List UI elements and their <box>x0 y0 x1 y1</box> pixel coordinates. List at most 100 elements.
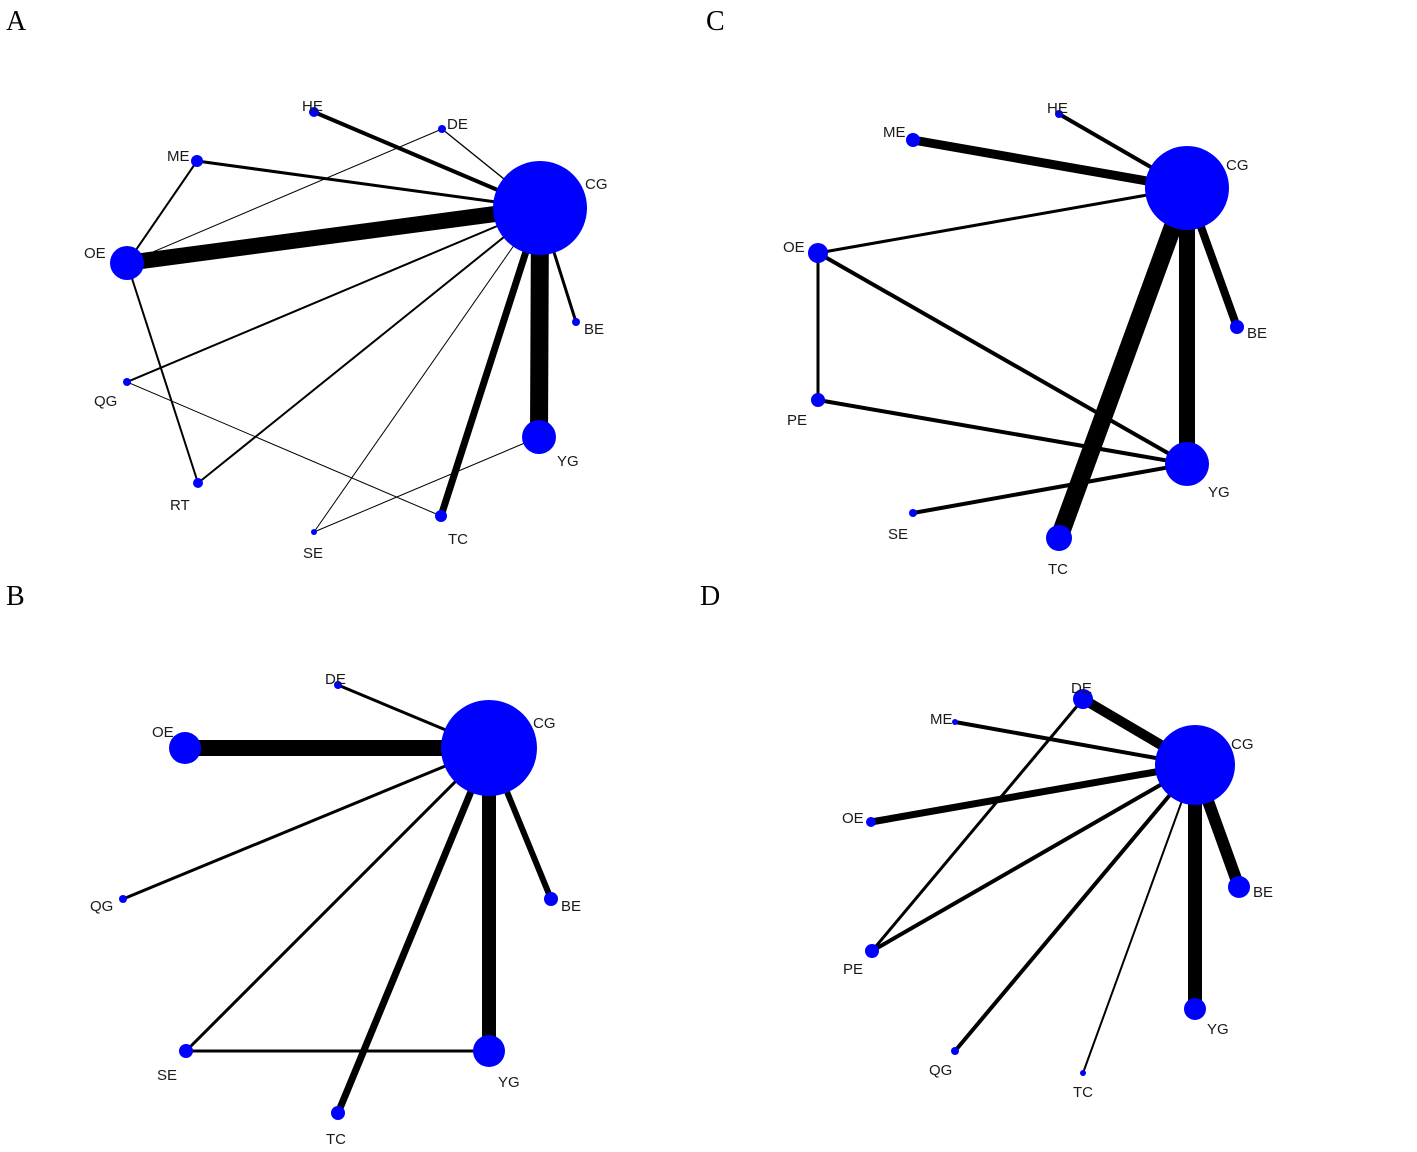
node-qg <box>951 1047 959 1055</box>
node-label-tc: TC <box>1073 1084 1093 1101</box>
node-label-me: ME <box>883 124 906 141</box>
node-label-qg: QG <box>90 898 113 915</box>
node-label-cg: CG <box>533 715 556 732</box>
node-label-me: ME <box>930 711 953 728</box>
node-label-he: HE <box>1047 100 1068 117</box>
node-he <box>1055 110 1063 118</box>
edge-oe-de <box>126 128 443 264</box>
node-label-tc: TC <box>326 1131 346 1148</box>
node-oe <box>169 732 201 764</box>
panel-c-edges <box>816 112 1241 542</box>
node-label-cg: CG <box>1226 157 1249 174</box>
node-label-yg: YG <box>498 1074 520 1091</box>
node-de <box>1073 689 1093 709</box>
edge-tc-cg <box>1050 184 1196 542</box>
node-me <box>906 133 920 147</box>
node-cg <box>493 161 587 255</box>
node-he <box>309 107 319 117</box>
node-label-pe: PE <box>787 412 807 429</box>
edge-me-cg <box>196 159 541 210</box>
node-label-se: SE <box>303 545 323 562</box>
edge-qg-tc <box>126 381 442 517</box>
node-pe <box>865 944 879 958</box>
edge-qg-cg <box>126 207 541 383</box>
node-label-be: BE <box>561 898 581 915</box>
node-label-qg: QG <box>929 1062 952 1079</box>
edge-se-yg <box>313 436 540 533</box>
node-label-yg: YG <box>1208 484 1230 501</box>
edge-me-cg <box>912 135 1188 193</box>
node-label-be: BE <box>1253 884 1273 901</box>
edge-oe-rt <box>126 262 199 484</box>
node-tc <box>1046 525 1072 551</box>
node-se <box>179 1044 193 1058</box>
node-yg <box>522 420 556 454</box>
node-oe <box>808 243 828 263</box>
node-pe <box>811 393 825 407</box>
node-cg <box>1145 146 1229 230</box>
node-yg <box>1165 442 1209 486</box>
panel-letter-a: A <box>6 6 27 37</box>
panel-d-edges <box>870 694 1245 1074</box>
edge-oe-cg <box>125 200 542 271</box>
node-label-me: ME <box>167 148 190 165</box>
node-oe <box>110 246 144 280</box>
panel-letter-c: C <box>706 6 725 37</box>
node-label-be: BE <box>584 321 604 338</box>
node-label-tc: TC <box>448 531 468 548</box>
edge-qg-cg <box>953 763 1197 1053</box>
node-qg <box>119 895 127 903</box>
node-se <box>909 509 917 517</box>
edge-tc-cg <box>334 746 493 1115</box>
panel-c-nodes: HE ME CG OE BE PE YG SE TC <box>783 100 1267 578</box>
edge-tc-cg <box>437 206 544 518</box>
panel-letter-d: D <box>700 581 721 612</box>
node-label-de: DE <box>1071 680 1092 697</box>
node-be <box>572 318 580 326</box>
node-label-oe: OE <box>152 724 174 741</box>
edge-pe-cg <box>871 763 1196 953</box>
edge-me-oe <box>126 160 198 264</box>
node-label-yg: YG <box>557 453 579 470</box>
node-label-se: SE <box>888 526 908 543</box>
node-tc <box>331 1106 345 1120</box>
node-qg <box>123 378 131 386</box>
edge-se-yg <box>912 462 1188 515</box>
node-label-tc: TC <box>1048 561 1068 578</box>
edge-oe-yg <box>817 251 1188 466</box>
node-se <box>311 529 317 535</box>
node-label-oe: OE <box>783 239 805 256</box>
node-de <box>438 125 446 133</box>
node-label-oe: OE <box>842 810 864 827</box>
edge-de-pe <box>870 698 1085 952</box>
node-label-qg: QG <box>94 393 117 410</box>
node-me <box>952 719 958 725</box>
node-label-be: BE <box>1247 325 1267 342</box>
node-be <box>1228 876 1250 898</box>
node-rt <box>193 478 203 488</box>
node-tc <box>435 510 447 522</box>
edge-me-cg <box>954 720 1196 767</box>
node-label-rt: RT <box>170 497 190 514</box>
node-label-de: DE <box>447 116 468 133</box>
node-label-cg: CG <box>1231 736 1254 753</box>
edge-se-cg <box>184 746 491 1053</box>
node-tc <box>1080 1070 1086 1076</box>
node-label-se: SE <box>157 1067 177 1084</box>
panel-c: HE ME CG OE BE PE YG SE TC <box>783 100 1267 578</box>
node-cg <box>1155 725 1235 805</box>
edge-qg-cg <box>122 746 490 901</box>
node-yg <box>1184 998 1206 1020</box>
node-be <box>544 892 558 906</box>
edge-oe-cg <box>870 761 1196 826</box>
node-yg <box>473 1035 505 1067</box>
node-de <box>334 681 342 689</box>
node-label-oe: OE <box>84 245 106 262</box>
node-oe <box>866 817 876 827</box>
